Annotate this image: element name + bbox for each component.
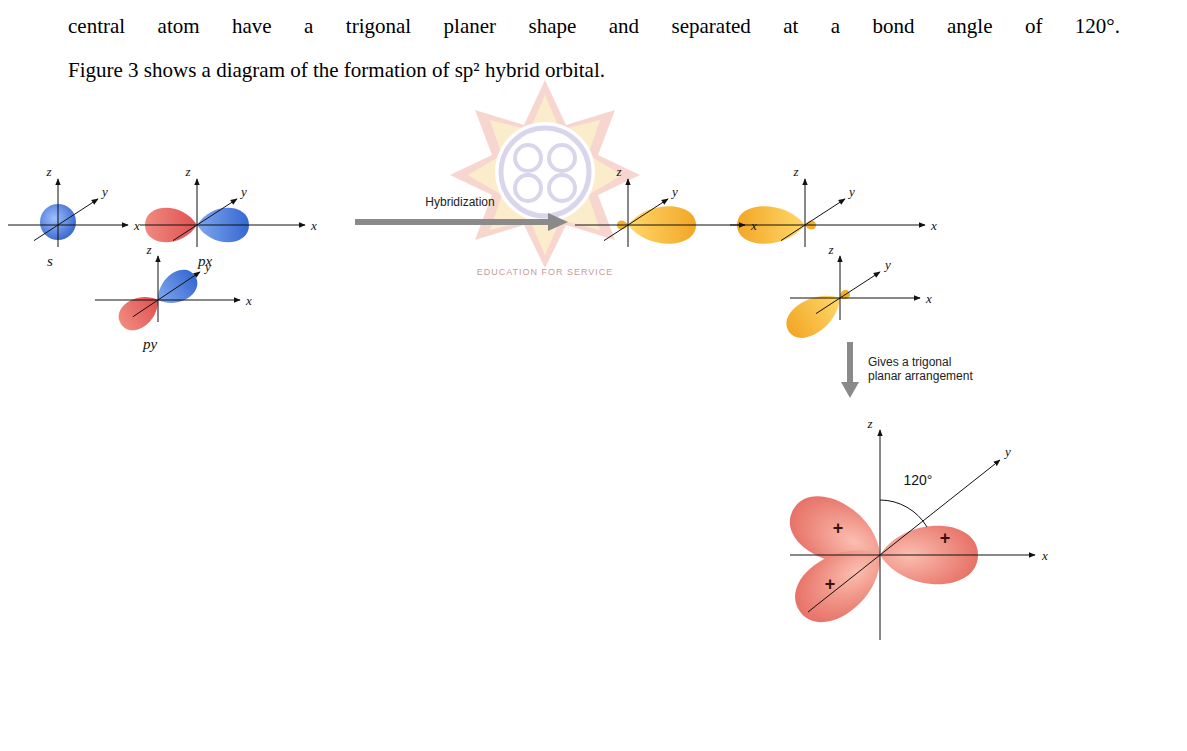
axis-label: y (205, 260, 211, 275)
axis-label: x (751, 219, 757, 234)
axis-label: z (616, 165, 621, 180)
axis-label: z (828, 243, 833, 258)
axis-label: y (849, 185, 855, 200)
axis-label: y (1005, 445, 1011, 460)
axis-label: x (931, 219, 937, 234)
axis-label: y (885, 258, 891, 273)
phase-sign: + (833, 518, 844, 539)
axis-line (816, 272, 880, 314)
axis-label: z (867, 417, 872, 432)
axis-label: z (146, 243, 151, 258)
arrow-caption: Hybridization (425, 196, 494, 210)
axis-line (790, 298, 920, 299)
axis-label: z (46, 165, 51, 180)
axes (8, 179, 1035, 640)
axis-line (628, 179, 629, 247)
watermark-text: EDUCATION FOR SERVICE (477, 267, 614, 277)
axis-line (730, 225, 925, 226)
trigonal-planar-orbitals (779, 484, 978, 635)
axis-line (158, 256, 159, 322)
axis-line (808, 460, 1000, 612)
watermark-logo (450, 80, 640, 268)
axis-line (140, 225, 305, 226)
phase-sign: + (940, 528, 951, 549)
hybridization-arrow (355, 213, 568, 231)
axis-line (790, 555, 1035, 556)
axis-line (840, 256, 841, 320)
orbital-label: s (47, 253, 53, 270)
axis-label: x (134, 219, 140, 234)
hybrid-lobe (779, 284, 849, 346)
axis-line (133, 272, 200, 317)
axis-line (880, 430, 881, 640)
paragraph-line: Figure 3 shows a diagram of the formatio… (68, 58, 605, 82)
axis-label: x (926, 292, 932, 307)
axis-line (575, 225, 745, 226)
orbital-label: py (143, 336, 157, 353)
axis-line (8, 225, 128, 226)
axis-label: x (311, 219, 317, 234)
phase-sign: + (825, 574, 836, 595)
axis-label: z (793, 165, 798, 180)
angle-label: 120° (904, 472, 933, 488)
down-arrow (841, 342, 859, 398)
axis-line (604, 199, 668, 241)
axis-label: x (246, 294, 252, 309)
axis-label: y (102, 185, 108, 200)
axis-label: x (1042, 549, 1048, 564)
axis-line (781, 199, 845, 241)
axis-line (95, 300, 240, 301)
arrow-caption: Gives a trigonal planar arrangement (868, 356, 988, 384)
axis-line (58, 179, 59, 247)
axis-line (805, 179, 806, 247)
paragraph-line: central atom have a trigonal planer shap… (68, 14, 1120, 38)
axis-line (34, 199, 98, 241)
axis-label: z (185, 165, 190, 180)
axis-line (173, 199, 237, 241)
axis-label: y (241, 185, 247, 200)
axis-line (197, 179, 198, 247)
axis-label: y (672, 185, 678, 200)
